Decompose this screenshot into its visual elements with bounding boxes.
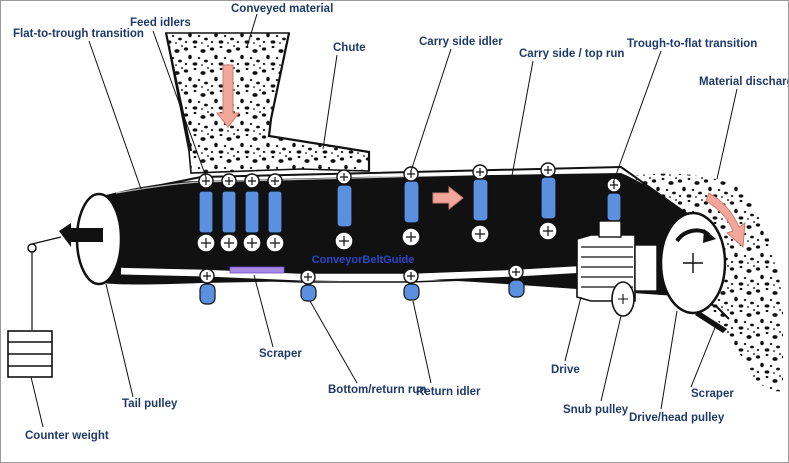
carry-idler [538, 162, 558, 241]
label-feed-idlers: Feed idlers [130, 17, 191, 29]
label-tail-pulley: Tail pulley [122, 398, 178, 410]
label-scraper-head: Scraper [691, 388, 734, 400]
carry-idler [401, 166, 421, 247]
feed-idler-set-1 [196, 173, 285, 253]
label-scraper-return: Scraper [259, 348, 302, 360]
snub-pulley [611, 281, 635, 317]
label-bottom-return-run: Bottom/return run [328, 384, 426, 396]
return-idler [508, 264, 525, 298]
label-carry-side-run: Carry side / top run [519, 48, 624, 60]
return-idler [403, 268, 420, 301]
carry-side-idlers [334, 162, 623, 251]
return-idler [300, 269, 317, 302]
label-chute: Chute [333, 42, 366, 54]
hopper [164, 32, 371, 174]
counter-weight-rope [27, 236, 62, 330]
label-flat-to-trough: Flat-to-trough transition [13, 28, 144, 40]
rotation-arrow-icon [675, 228, 716, 243]
flow-arrow-icon [432, 185, 464, 211]
return-idlers [199, 264, 525, 305]
label-drive-head-pulley: Drive/head pulley [629, 412, 725, 424]
labels: Conveyed material Feed idlers Flat-to-tr… [13, 3, 789, 442]
return-idler [199, 268, 216, 305]
label-snub-pulley: Snub pulley [563, 404, 629, 416]
head-scraper [695, 311, 727, 333]
chute-walls [164, 32, 371, 171]
return-run-scraper-pad [229, 266, 285, 274]
label-conveyed-material: Conveyed material [231, 3, 333, 15]
counter-weight [7, 330, 53, 378]
label-material-discharge: Material discharge [699, 76, 789, 88]
label-return-idler: Return idler [416, 386, 481, 398]
flow-arrow-icon [215, 64, 241, 128]
head-pulley [659, 211, 727, 315]
label-trough-to-flat: Trough-to-flat transition [627, 38, 757, 50]
label-counter-weight: Counter weight [25, 430, 109, 442]
carry-idler [470, 164, 490, 244]
label-drive: Drive [551, 364, 580, 376]
direction-arrow-icon [59, 223, 103, 247]
flow-arrow-icon [705, 192, 746, 249]
label-carry-side-idler: Carry side idler [419, 36, 503, 48]
watermark: ConveyorBeltGuide [312, 254, 415, 266]
carry-idler [334, 169, 354, 251]
leader-lines [30, 13, 738, 428]
